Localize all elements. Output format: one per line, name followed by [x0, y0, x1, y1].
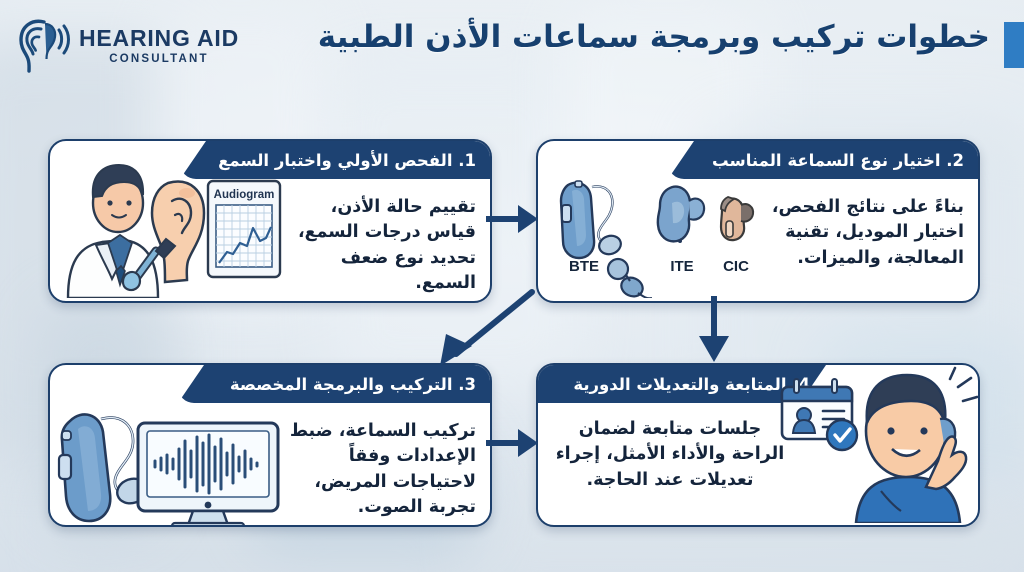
- brand-logo[interactable]: HEARING AID CONSULTANT: [14, 16, 239, 76]
- device-label-bte: BTE: [569, 258, 599, 275]
- page-title: خطوات تركيب وبرمجة سماعات الأذن الطبية: [317, 19, 990, 55]
- doctor-otoscope-ear-audiogram-illustration: Audiogram: [66, 163, 282, 298]
- ear-hearing-aid-icon: [19, 19, 70, 73]
- arrow-step3-to-step4: [486, 429, 538, 457]
- device-label-ite: ITE: [670, 258, 693, 275]
- arrow-step2-to-step4: [699, 296, 729, 362]
- step-4-body: جلسات متابعة لضمان الراحة والأداء الأمثل…: [555, 419, 785, 490]
- step-3-body: تركيب السماعة، ضبط الإعدادات وفقاً لاحتي…: [289, 421, 476, 518]
- step-1-title: 1. الفحص الأولي واختبار السمع: [218, 150, 476, 170]
- logo-main-text: HEARING AID: [79, 24, 240, 51]
- accent-bar: [1004, 22, 1024, 68]
- step-2-body: بناءً على نتائج الفحص، اختيار الموديل، ت…: [771, 197, 964, 268]
- hearing-aid-computer-waveform-illustration: [57, 413, 280, 525]
- patient-followup-calendar-illustration: [780, 366, 978, 523]
- step-card-3[interactable]: 3. التركيب والبرمجة المخصصة: [48, 363, 492, 527]
- step-card-2[interactable]: 2. اختيار نوع السماعة المناسب BTE ITE: [536, 139, 980, 303]
- step-1-header: 1. الفحص الأولي واختبار السمع: [180, 141, 490, 179]
- arrow-step1-to-step2: [486, 205, 538, 233]
- step-3-title: 3. التركيب والبرمجة المخصصة: [229, 374, 476, 394]
- step-card-4[interactable]: 4. المتابعة والتعديلات الدورية: [536, 363, 980, 527]
- logo-sub-text: CONSULTANT: [109, 52, 209, 65]
- step-4-title: 4. المتابعة والتعديلات الدورية: [573, 374, 810, 394]
- step-2-header: 2. اختيار نوع السماعة المناسب: [668, 141, 978, 179]
- page-header: HEARING AID CONSULTANT خطوات تركيب وبرمج…: [0, 0, 1024, 92]
- svg-text:Audiogram: Audiogram: [214, 189, 275, 201]
- hearing-aid-types-illustration: BTE ITE CIC: [559, 180, 755, 298]
- step-card-1[interactable]: 1. الفحص الأولي واختبار السمع: [48, 139, 492, 303]
- step-3-header: 3. التركيب والبرمجة المخصصة: [178, 365, 490, 403]
- step-2-title: 2. اختيار نوع السماعة المناسب: [712, 150, 964, 170]
- arrow-step2-to-step3: [440, 289, 535, 366]
- device-label-cic: CIC: [723, 258, 749, 275]
- step-4-header: 4. المتابعة والتعديلات الدورية: [536, 365, 826, 403]
- step-1-body: تقييم حالة الأذن، قياس درجات السمع، تحدي…: [297, 197, 476, 294]
